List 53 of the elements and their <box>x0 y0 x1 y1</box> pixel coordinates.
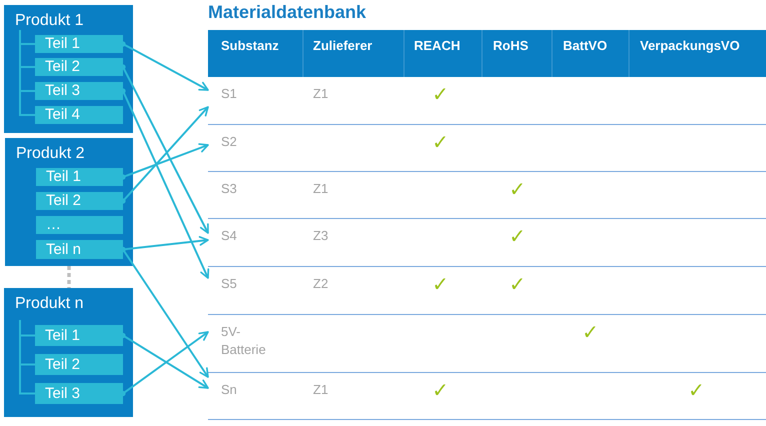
substance-name: S2 <box>221 133 237 151</box>
supplier-name: Z1 <box>313 180 328 198</box>
table-title: Materialdatenbank <box>208 1 366 23</box>
substance-name: S1 <box>221 85 237 103</box>
part-entry: Teil n <box>36 240 123 259</box>
connector-arrow <box>120 246 209 378</box>
table-header <box>208 30 766 77</box>
connector-arrow <box>120 64 209 234</box>
part-entry: Teil 2 <box>36 192 123 210</box>
check-mark: ✓ <box>509 179 526 199</box>
check-mark: ✓ <box>432 274 449 294</box>
part-entry: Teil 4 <box>35 106 123 124</box>
substance-name: S4 <box>221 227 237 245</box>
check-mark: ✓ <box>432 132 449 152</box>
column-heading: VerpackungsVO <box>640 37 740 55</box>
column-heading: RoHS <box>493 37 528 55</box>
part-entry: Teil 2 <box>35 354 123 375</box>
check-mark: ✓ <box>432 84 449 104</box>
column-heading: BattVO <box>563 37 608 55</box>
part-entry: Teil 3 <box>35 383 123 404</box>
substance-name: Sn <box>221 381 237 399</box>
part-entry: Teil 1 <box>35 325 123 346</box>
dotted-connector <box>67 266 71 288</box>
part-entry: Teil 1 <box>35 35 123 53</box>
connector-arrow <box>120 88 210 279</box>
connector-arrow <box>120 143 209 180</box>
check-mark: ✓ <box>582 322 599 342</box>
supplier-name: Z3 <box>313 227 328 245</box>
substance-name: 5V-Batterie <box>221 323 267 359</box>
check-mark: ✓ <box>509 274 526 294</box>
part-entry: Teil 1 <box>36 168 123 186</box>
column-heading: Zulieferer <box>313 37 372 55</box>
check-mark: ✓ <box>432 380 449 400</box>
substance-name: S3 <box>221 180 237 198</box>
product-panel <box>4 288 133 417</box>
product-panel <box>5 138 133 266</box>
product-title: Produkt 2 <box>16 144 84 164</box>
column-heading: REACH <box>414 37 460 55</box>
connector-arrow <box>120 41 209 91</box>
check-mark: ✓ <box>509 226 526 246</box>
product-title: Produkt n <box>15 294 84 314</box>
connector-arrow <box>120 106 209 204</box>
part-entry: … <box>36 216 123 234</box>
supplier-name: Z1 <box>313 381 328 399</box>
supplier-name: Z1 <box>313 85 328 103</box>
part-entry: Teil 2 <box>35 58 123 76</box>
column-heading: Substanz <box>221 37 279 55</box>
substance-name: S5 <box>221 275 237 293</box>
product-title: Produkt 1 <box>15 11 84 31</box>
check-mark: ✓ <box>688 380 705 400</box>
supplier-name: Z2 <box>313 275 328 293</box>
product-panel <box>4 5 133 133</box>
part-entry: Teil 3 <box>35 82 123 100</box>
